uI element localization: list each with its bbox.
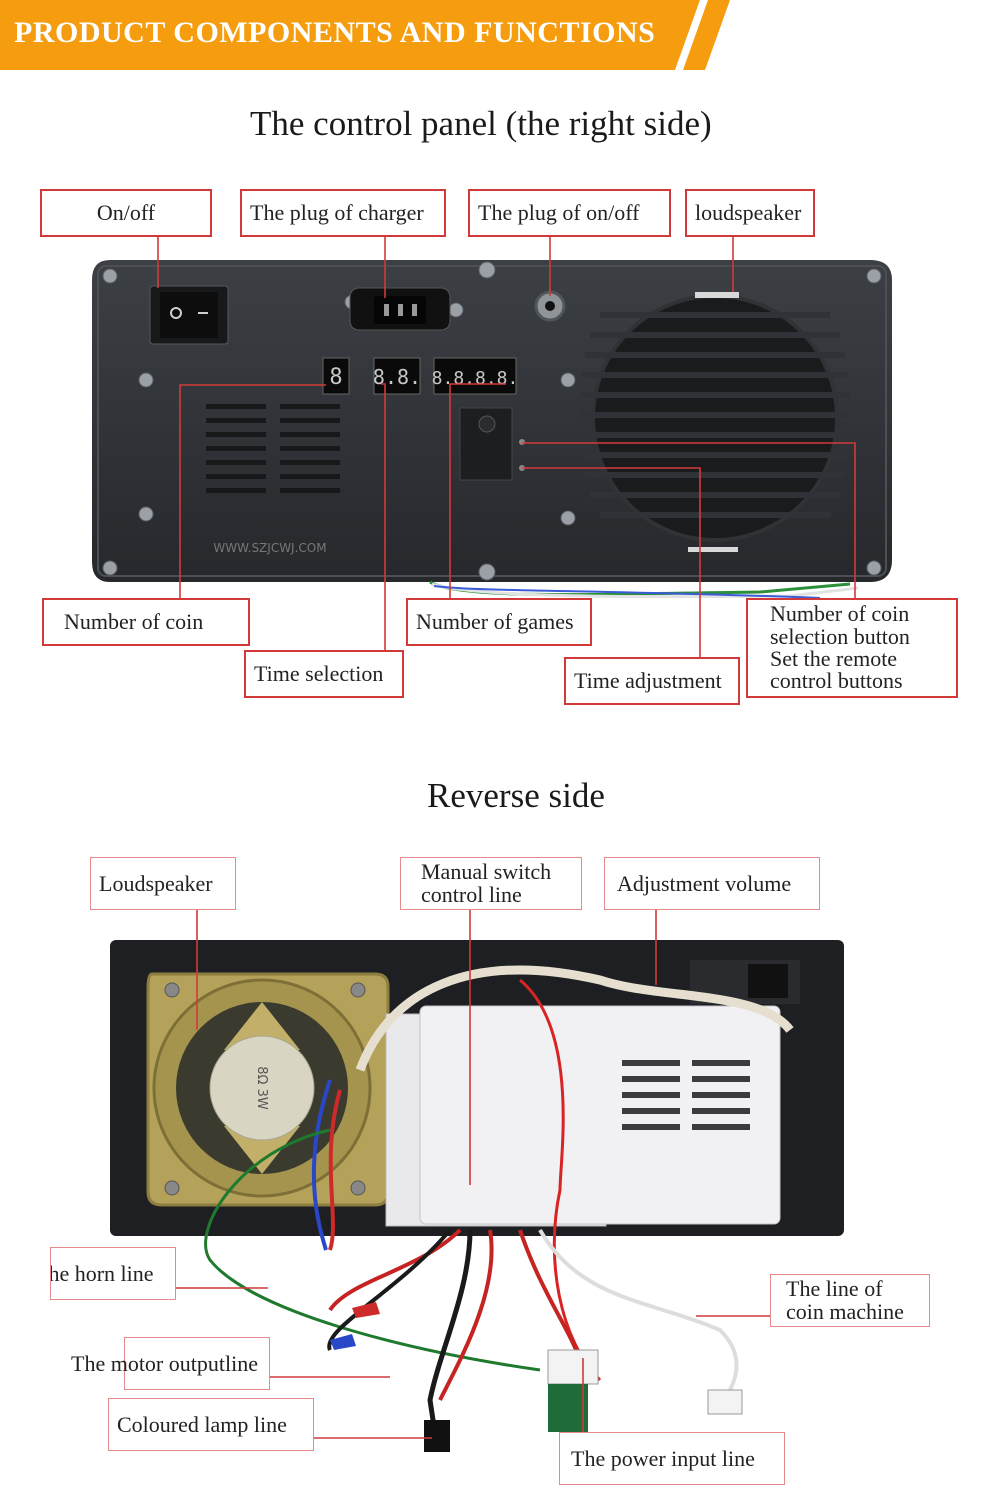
label-plug-on-off: The plug of on/off xyxy=(468,189,671,237)
label-horn-line: The horn line xyxy=(50,1247,176,1300)
front-section-title: The control panel (the right side) xyxy=(250,104,712,143)
label-loudspeaker-back: Loudspeaker xyxy=(90,857,236,910)
label-on-off: On/off xyxy=(40,189,212,237)
label-number-of-games: Number of games xyxy=(406,598,592,646)
label-time-selection: Time selection xyxy=(244,650,404,698)
display-games-digits: 8.8.8.8. xyxy=(432,368,519,389)
coin-machine-line-2: coin machine xyxy=(786,1298,904,1324)
header-banner: PRODUCT COMPONENTS AND FUNCTIONS xyxy=(0,0,730,70)
coin-button-line-4: control buttons xyxy=(770,668,903,694)
display-coin-digit: 8 xyxy=(329,365,342,390)
banner-background xyxy=(0,0,730,70)
coin-button-line-2: selection button xyxy=(770,623,910,649)
coin-machine-line-1: The line of xyxy=(786,1276,883,1302)
label-coin-selection-button: Number of coin selection button Set the … xyxy=(746,598,958,698)
motor-outputline-text: The motor outputline xyxy=(71,1350,258,1376)
label-number-of-coin: Number of coin xyxy=(42,598,250,646)
horn-line-text: The horn line xyxy=(50,1260,154,1286)
coin-button-line-3: Set the remote xyxy=(770,646,898,671)
label-motor-outputline: The motor outputline xyxy=(71,1337,270,1390)
label-time-adjustment: Time adjustment xyxy=(564,657,740,705)
display-time-digits: 8.8. xyxy=(373,365,421,389)
label-manual-switch-control-line: Manual switch control line xyxy=(400,857,582,910)
reverse-side-photo: 8Ω 3W xyxy=(110,940,844,1452)
label-plug-charger: The plug of charger xyxy=(240,189,446,237)
label-loudspeaker-front: loudspeaker xyxy=(685,189,815,237)
speaker-rating-text: 8Ω 3W xyxy=(254,1066,269,1110)
control-panel-photo: 8 8.8. 8.8.8.8. WWW.SZJCWJ.COM xyxy=(92,260,892,599)
banner-title: PRODUCT COMPONENTS AND FUNCTIONS xyxy=(14,16,656,49)
manual-switch-line-2: control line xyxy=(421,881,522,907)
manual-switch-line-1: Manual switch xyxy=(421,859,552,885)
label-coloured-lamp-line: Coloured lamp line xyxy=(108,1398,314,1451)
label-power-input-line: The power input line xyxy=(559,1432,785,1485)
panel-brand-text: WWW.SZJCWJ.COM xyxy=(213,541,326,555)
coin-button-line-1: Number of coin xyxy=(770,601,910,627)
back-section-title: Reverse side xyxy=(427,776,605,815)
label-coin-machine-line: The line of coin machine xyxy=(770,1274,930,1327)
label-adjustment-volume: Adjustment volume xyxy=(604,857,820,910)
